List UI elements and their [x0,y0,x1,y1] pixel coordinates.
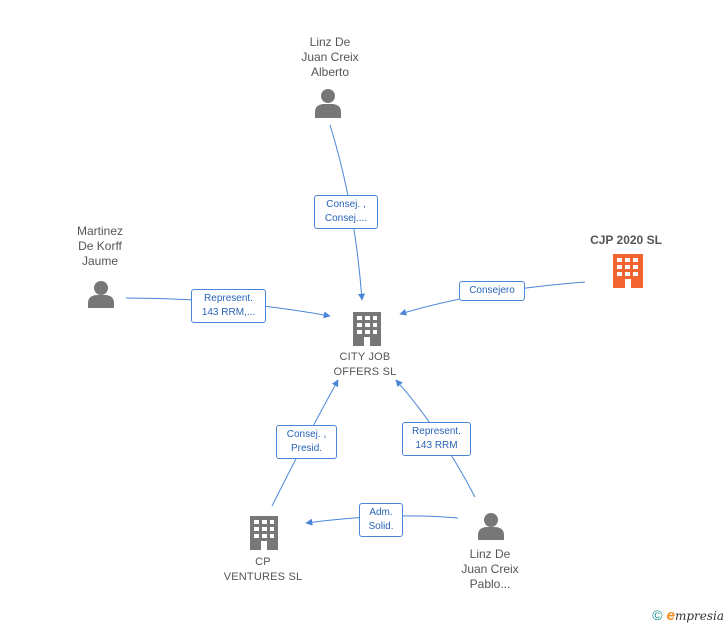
edge-label-cjp-cityjob[interactable]: Consejero [459,281,525,301]
copyright-symbol: © [652,607,663,623]
node-label-cp-ventures[interactable]: CP VENTURES SL [223,556,303,583]
person-icon[interactable] [478,513,504,540]
node-label-linz-pablo[interactable]: Linz De Juan Creix Pablo... [461,547,519,591]
person-icon[interactable] [88,281,114,308]
edge-label-alberto-cityjob[interactable]: Consej. , Consej.... [314,195,378,229]
brand-footer: ©empresia [652,607,724,624]
building-icon[interactable] [250,516,278,550]
edge-label-martinez-cityjob[interactable]: Represent. 143 RRM,... [191,289,266,323]
node-label-linz-alberto[interactable]: Linz De Juan Creix Alberto [301,35,359,79]
node-label-city-job-offers[interactable]: CITY JOB OFFERS SL [333,351,397,378]
building-icon[interactable] [613,254,643,288]
node-label-martinez[interactable]: Martinez De Korff Jaume [76,224,123,268]
edge-label-pablo-cityjob[interactable]: Represent. 143 RRM [402,422,471,456]
person-icon[interactable] [315,89,341,118]
edge-label-cpventures-cityjob[interactable]: Consej. , Presid. [276,425,337,459]
node-label-cjp-2020[interactable]: CJP 2020 SL [590,233,662,247]
building-icon[interactable] [353,312,381,346]
brand-name: mpresia [674,609,724,623]
edge-label-pablo-cpventures[interactable]: Adm. Solid. [359,503,403,537]
brand-initial: e [666,607,675,624]
